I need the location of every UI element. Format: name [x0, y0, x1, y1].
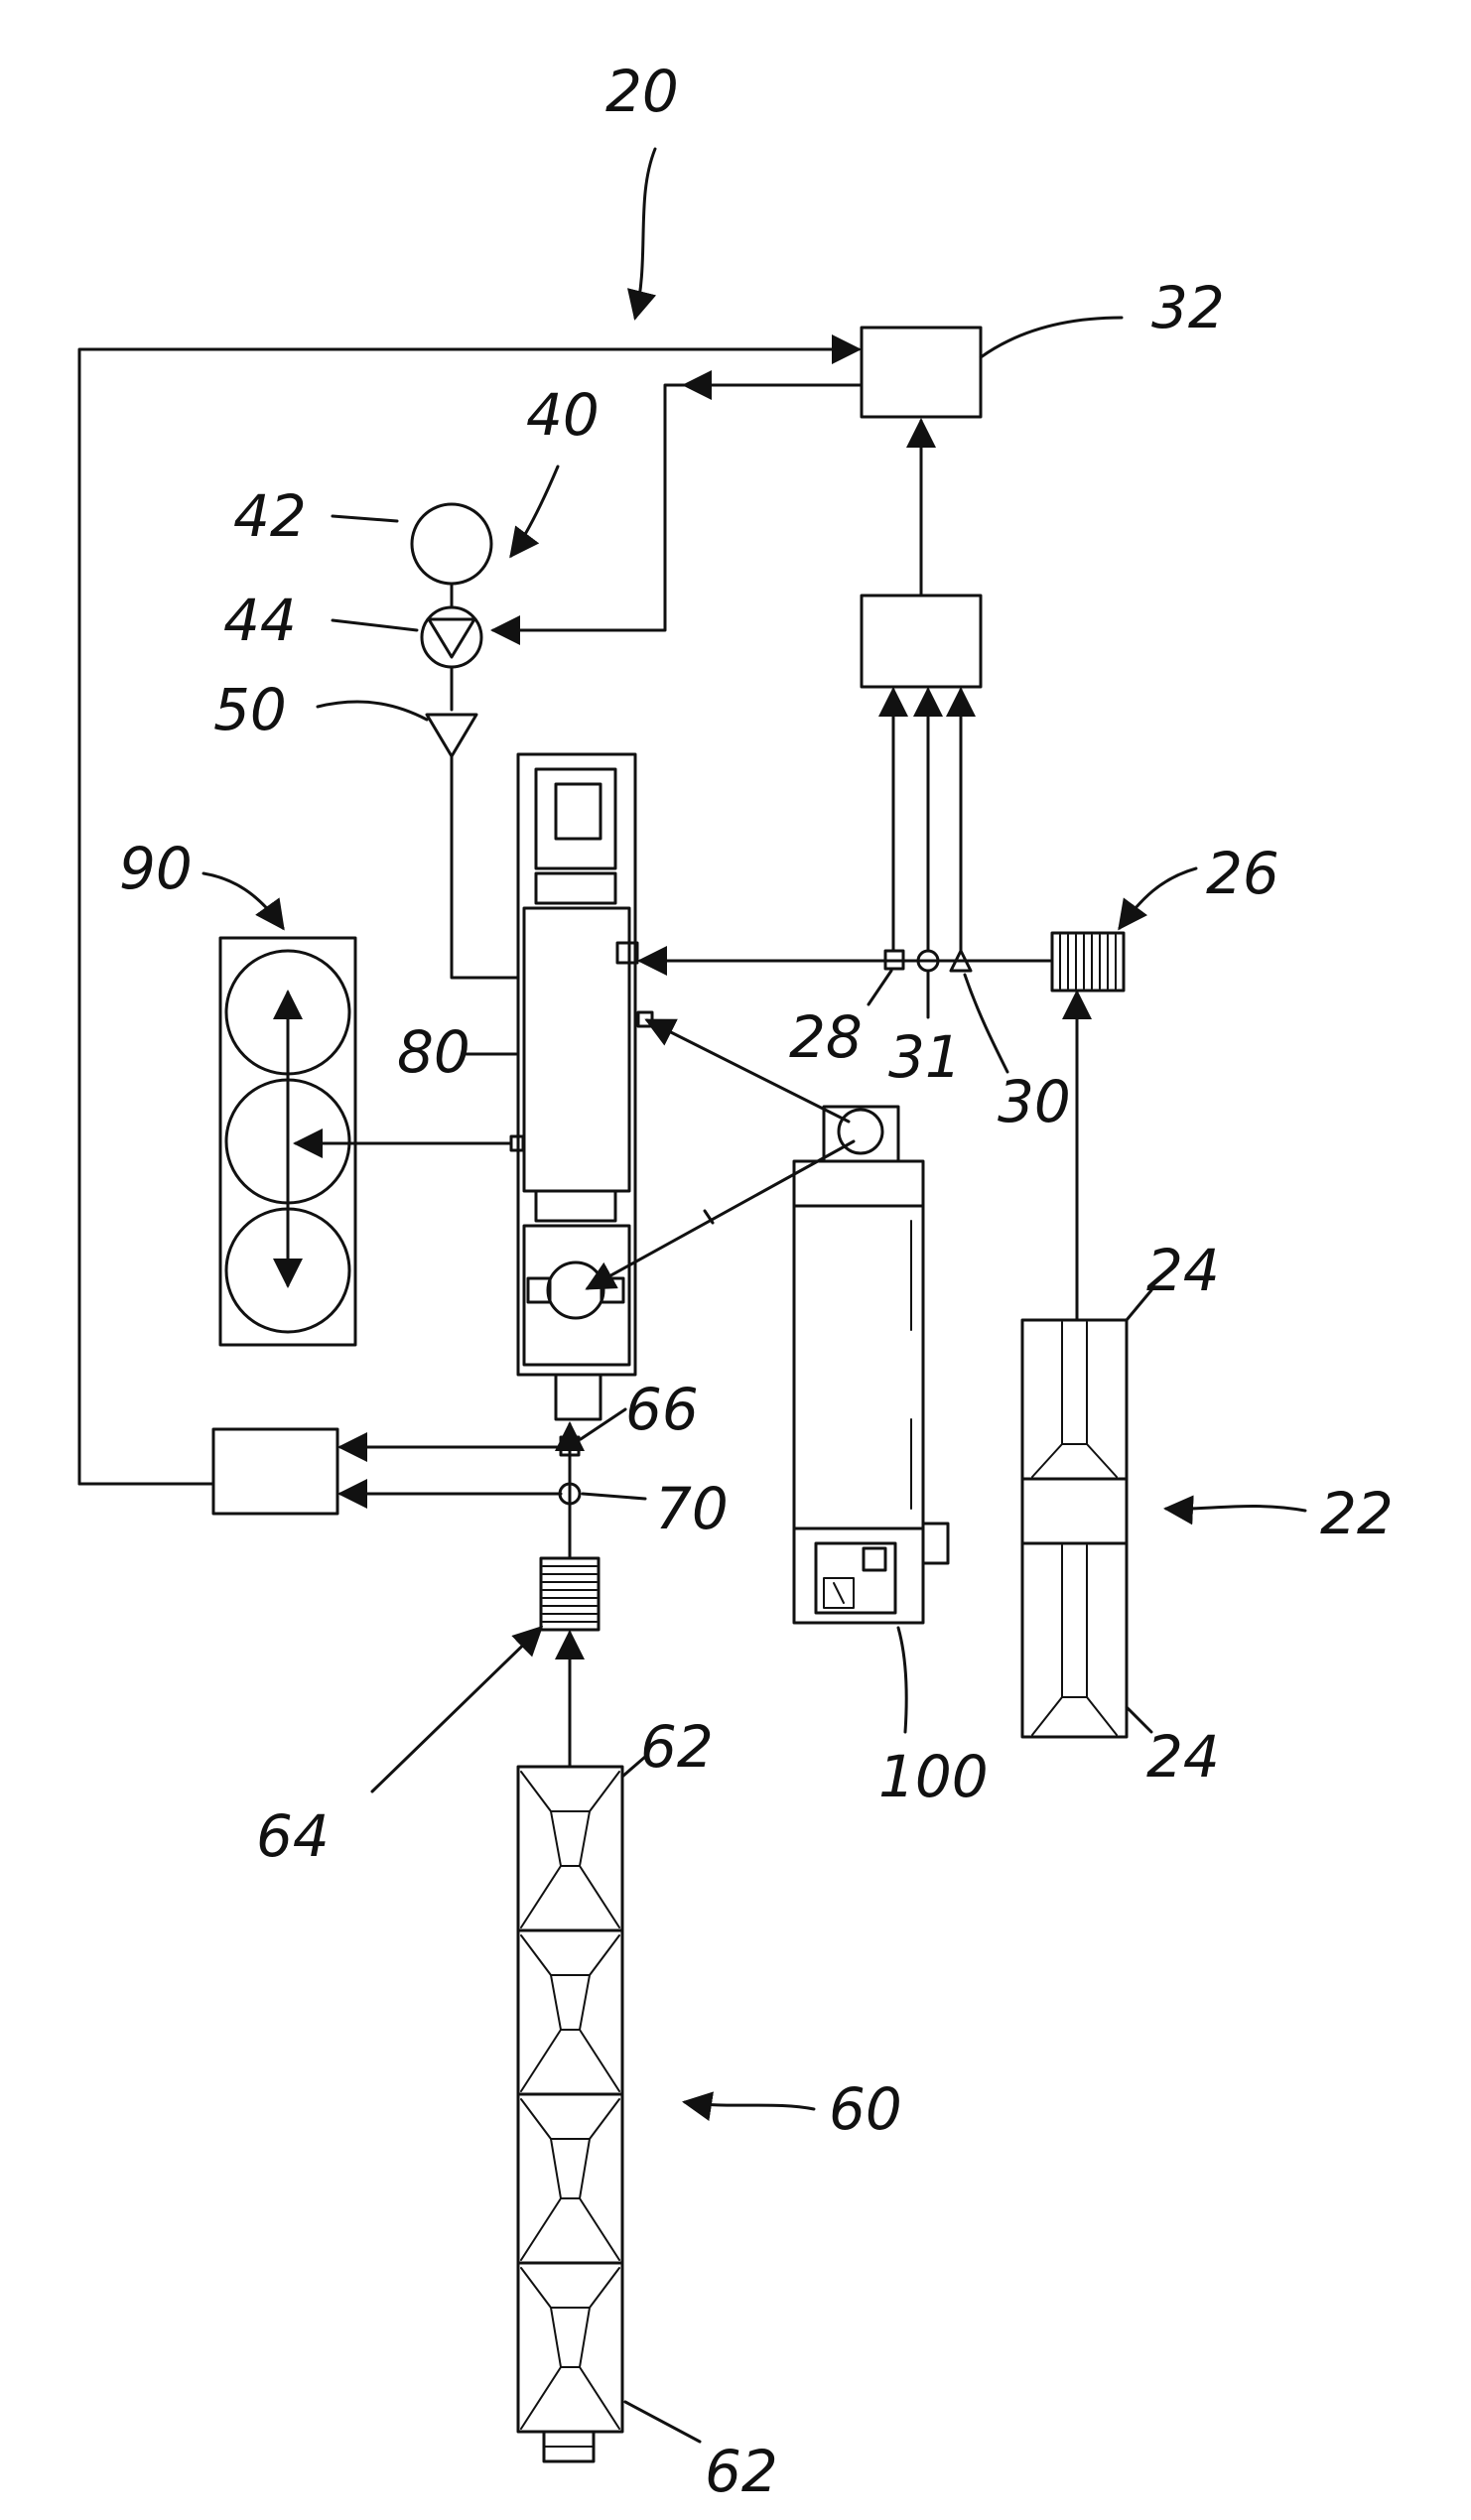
main-unit-outlet — [556, 1375, 601, 1419]
label-62-top: 62 — [640, 1713, 714, 1781]
label-28: 28 — [789, 1003, 863, 1071]
trailer-22-frame — [1022, 1320, 1127, 1737]
leader-64 — [372, 1628, 541, 1791]
main-unit-port-mid — [638, 1012, 652, 1026]
label-44: 44 — [223, 587, 297, 654]
arrow-40 — [511, 466, 558, 556]
trailer-top-hopper — [1032, 1322, 1117, 1477]
unit-100-engine-part — [864, 1548, 885, 1570]
label-30: 30 — [998, 1068, 1071, 1135]
leader-100 — [898, 1628, 906, 1732]
label-64: 64 — [256, 1802, 330, 1870]
filter-26 — [1052, 933, 1124, 991]
label-42: 42 — [233, 482, 307, 550]
arrow-20 — [635, 149, 655, 318]
label-90: 90 — [119, 835, 193, 902]
main-unit-motor-inner — [556, 784, 601, 839]
leader-66 — [581, 1409, 625, 1439]
leader-28 — [869, 971, 891, 1004]
leader-30 — [965, 975, 1007, 1072]
arrow-60 — [685, 2102, 814, 2109]
label-70: 70 — [655, 1475, 729, 1542]
filter-26-hatch — [1060, 935, 1116, 989]
leader-70 — [583, 1494, 645, 1499]
unit-100-engine-detail — [824, 1578, 854, 1608]
main-unit-pump — [548, 1262, 603, 1318]
injector-line — [452, 756, 518, 978]
tank-60-hoppers — [518, 1772, 622, 2429]
label-66: 66 — [625, 1376, 699, 1443]
main-unit-coupling — [536, 873, 615, 903]
aggregator-box — [862, 596, 981, 687]
arrow-22 — [1166, 1506, 1305, 1511]
leader-62-bottom — [625, 2402, 700, 2442]
label-22: 22 — [1320, 1480, 1394, 1547]
monitor-box — [213, 1429, 337, 1514]
arrow-26 — [1120, 868, 1196, 928]
leader-24-top — [1127, 1290, 1151, 1320]
label-50: 50 — [213, 676, 287, 743]
drive-to-main-pump — [588, 1141, 854, 1288]
label-31: 31 — [888, 1023, 962, 1091]
filter-64 — [541, 1558, 599, 1630]
leader-24-bottom — [1127, 1707, 1151, 1732]
label-32: 32 — [1151, 274, 1225, 341]
label-24-top: 24 — [1146, 1237, 1220, 1304]
injector-50 — [427, 715, 476, 756]
label-40: 40 — [526, 381, 600, 449]
leader-50 — [318, 702, 427, 720]
label-20: 20 — [605, 58, 679, 125]
chem-tank-42 — [412, 504, 491, 584]
leader-44 — [333, 620, 417, 630]
label-24-bottom: 24 — [1146, 1723, 1220, 1791]
leader-32 — [981, 318, 1122, 357]
main-unit-lower-band — [536, 1191, 615, 1221]
filter-64-hatch — [543, 1566, 597, 1622]
controller-box-32 — [862, 328, 981, 417]
trailer-bottom-hopper — [1032, 1545, 1117, 1735]
leader-42 — [333, 516, 397, 521]
unit-100-frame — [794, 1161, 923, 1623]
signal-line-top — [79, 349, 859, 1484]
label-26: 26 — [1206, 840, 1279, 907]
unit-100-side-box — [923, 1524, 948, 1563]
pump-triangle — [429, 619, 474, 657]
label-62-bottom: 62 — [705, 2438, 778, 2505]
label-100: 100 — [878, 1743, 989, 1810]
main-unit-body — [524, 908, 629, 1191]
main-unit-lower-body — [524, 1226, 629, 1365]
arrow-90 — [203, 873, 283, 928]
label-60: 60 — [829, 2075, 902, 2143]
label-80: 80 — [397, 1018, 470, 1086]
